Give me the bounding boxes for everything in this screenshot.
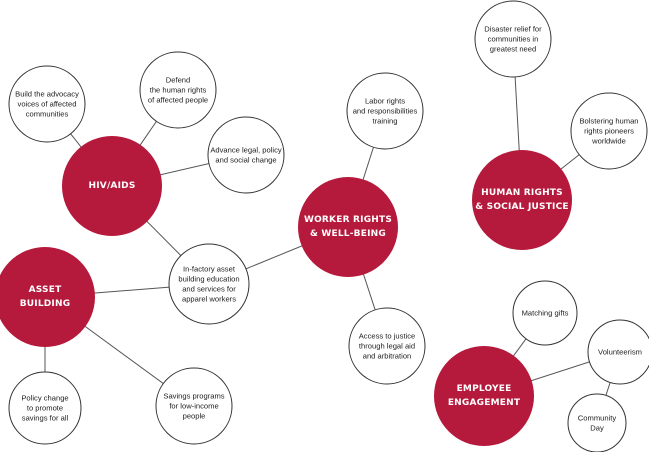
node-label-bolster: Bolstering human xyxy=(579,117,638,126)
node-label-disaster: greatest need xyxy=(490,45,536,54)
node-label-community: Community xyxy=(578,414,617,423)
node-label-labor: Labor rights xyxy=(365,97,405,106)
node-label-advocacy: Build the advocacy xyxy=(15,90,79,99)
node-employee: EMPLOYEE ENGAGEMENT xyxy=(434,346,534,446)
node-label-bolster: rights pioneers xyxy=(584,127,634,136)
node-label-volunteer: Volunteerism xyxy=(598,348,642,357)
leaf-circle-disaster xyxy=(474,0,552,78)
node-label-policy: Policy change xyxy=(21,394,68,403)
leaf-circle-matching xyxy=(512,280,578,346)
hub-circle-worker xyxy=(298,177,398,277)
node-label-hiv: HIV/AIDS xyxy=(89,181,136,191)
node-worker: WORKER RIGHTS & WELL-BEING xyxy=(298,177,398,277)
hub-circle-hiv xyxy=(62,136,162,236)
leaf-circle-savings xyxy=(155,367,233,445)
node-label-advocacy: voices of affected xyxy=(18,100,77,109)
node-label-advocacy: communities xyxy=(26,110,69,119)
hub-circle-employee xyxy=(434,346,534,446)
node-hiv: HIV/AIDS xyxy=(62,136,162,236)
node-label-matching: Matching gifts xyxy=(522,309,569,318)
node-label-policy: savings for all xyxy=(22,414,69,423)
leaf-circle-bolster xyxy=(570,92,648,170)
node-label-savings: Savings programs xyxy=(163,392,224,401)
leaf-circle-legal xyxy=(207,116,285,194)
node-label-infactory: and services for xyxy=(182,285,236,294)
hub-circle-asset xyxy=(0,247,95,347)
leaf-circle-volunteer xyxy=(587,319,649,385)
node-label-defend: Defend xyxy=(166,76,191,85)
node-label-infactory: In-factory asset xyxy=(183,265,236,274)
leaf-circle-community xyxy=(567,393,627,452)
node-asset: ASSET BUILDING xyxy=(0,247,95,347)
leaf-circle-labor xyxy=(346,72,424,150)
node-label-savings: people xyxy=(183,412,206,421)
hub-circle-human xyxy=(472,150,572,250)
node-label-asset: BUILDING xyxy=(20,299,71,309)
node-label-community: Day xyxy=(590,424,604,433)
node-label-justice: Access to justice xyxy=(359,332,416,341)
node-label-labor: training xyxy=(373,117,398,126)
node-label-infactory: apparel workers xyxy=(182,295,236,304)
node-label-legal: and social change xyxy=(215,156,276,165)
node-label-infactory: building education xyxy=(178,275,239,284)
node-label-justice: through legal aid xyxy=(359,342,415,351)
node-label-worker: & WELL-BEING xyxy=(310,229,386,239)
node-label-human: & SOCIAL JUSTICE xyxy=(475,202,568,212)
node-label-disaster: communities in xyxy=(488,35,539,44)
node-label-legal: Advance legal, policy xyxy=(210,146,282,155)
node-human: HUMAN RIGHTS & SOCIAL JUSTICE xyxy=(472,150,572,250)
leaf-circle-infactory xyxy=(168,243,250,325)
node-label-bolster: worldwide xyxy=(591,137,626,146)
leaf-circle-advocacy xyxy=(8,65,86,143)
node-label-defend: of affected people xyxy=(148,96,208,105)
leaf-circle-policy xyxy=(8,371,82,445)
node-label-savings: for low-income xyxy=(169,402,218,411)
node-volunteer: Volunteerism xyxy=(587,319,649,385)
node-label-labor: and responsibilities xyxy=(353,107,418,116)
node-label-human: HUMAN RIGHTS xyxy=(481,188,563,198)
node-label-employee: EMPLOYEE xyxy=(457,384,512,394)
node-label-worker: WORKER RIGHTS xyxy=(304,215,392,225)
leaf-circle-justice xyxy=(348,307,426,385)
node-label-defend: the human rights xyxy=(150,86,207,95)
node-label-employee: ENGAGEMENT xyxy=(448,398,521,408)
node-label-disaster: Disaster relief for xyxy=(484,25,542,34)
node-label-policy: to promote xyxy=(27,404,63,413)
node-matching: Matching gifts xyxy=(512,280,578,346)
node-label-justice: and arbitration xyxy=(363,352,412,361)
node-label-asset: ASSET xyxy=(29,285,62,295)
leaf-circle-defend xyxy=(139,51,217,129)
